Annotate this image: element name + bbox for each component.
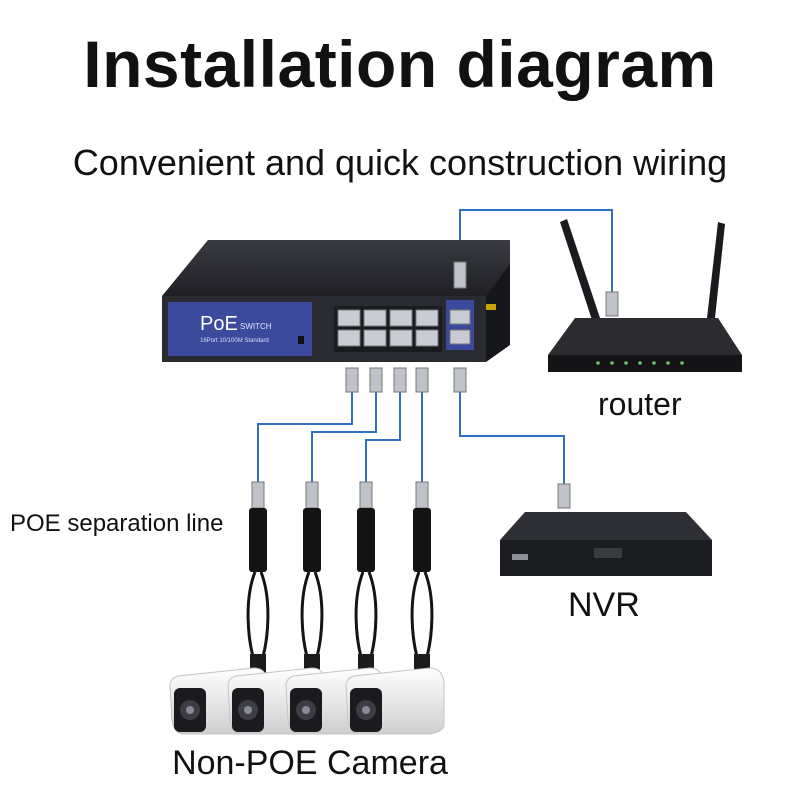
poe-splitter xyxy=(410,508,434,680)
switch-front-panel xyxy=(168,302,312,356)
cameras xyxy=(169,667,445,735)
rj45-plug xyxy=(415,367,429,393)
rj45-plug xyxy=(393,367,407,393)
camera-label: Non-POE Camera xyxy=(172,744,448,782)
switch-uplink-port xyxy=(449,309,471,325)
switch-port xyxy=(415,329,439,347)
bullet-camera xyxy=(345,667,445,735)
rj45-plug xyxy=(359,481,373,509)
switch-brand: PoE xyxy=(200,313,238,335)
cable-switch-nvr xyxy=(459,392,565,490)
switch-led xyxy=(298,336,304,344)
diagram-title: Installation diagram xyxy=(83,27,717,101)
switch-brand-suffix: SWITCH xyxy=(240,322,272,331)
rj45-plug xyxy=(415,481,429,509)
router xyxy=(548,219,742,372)
rj45-plug xyxy=(453,367,467,393)
cable-port-camera-2 xyxy=(311,392,377,486)
switch-port xyxy=(389,309,413,327)
nvr-badge xyxy=(512,554,528,560)
switch-port xyxy=(363,309,387,327)
switch-port xyxy=(363,329,387,347)
router-leds xyxy=(596,361,684,365)
rj45-plug xyxy=(251,481,265,509)
switch-uplink-port xyxy=(449,329,471,345)
nvr-top xyxy=(500,512,712,540)
poe-splitter xyxy=(300,508,324,680)
rj45-plug xyxy=(345,367,359,393)
network-cables xyxy=(257,209,613,490)
rj45-plug xyxy=(605,291,619,317)
router-label: router xyxy=(598,386,682,422)
cable-port-camera-1 xyxy=(257,392,353,486)
nvr-panel xyxy=(594,548,622,558)
rj45-plug xyxy=(557,483,571,509)
switch-sticker xyxy=(486,304,496,310)
switch-top xyxy=(162,240,510,296)
nvr-recorder xyxy=(500,512,712,576)
cable-switch-router xyxy=(459,209,613,295)
rj45-plug xyxy=(453,261,467,289)
router-antenna xyxy=(560,219,600,320)
switch-port xyxy=(389,329,413,347)
switch-ports xyxy=(337,309,439,347)
poe-splitter xyxy=(354,508,378,680)
diagram-subtitle: Convenient and quick construction wiring xyxy=(72,142,728,183)
switch-port xyxy=(337,309,361,327)
cable-port-camera-3 xyxy=(365,392,401,486)
switch-model: 16Port 10/100M Standard xyxy=(200,338,269,344)
router-front xyxy=(548,355,742,372)
poe-splitter xyxy=(246,508,270,680)
router-top xyxy=(548,318,742,355)
router-antenna xyxy=(707,222,725,318)
switch-side xyxy=(486,264,510,362)
switch-port xyxy=(337,329,361,347)
nvr-label: NVR xyxy=(568,586,640,624)
separation-line-label: POE separation line xyxy=(10,510,224,537)
poe-separators xyxy=(246,508,434,680)
switch-port xyxy=(415,309,439,327)
rj45-plugs xyxy=(251,261,619,509)
poe-switch: PoE SWITCH 16Port 10/100M Standard xyxy=(162,240,510,362)
rj45-plug xyxy=(305,481,319,509)
rj45-plug xyxy=(369,367,383,393)
